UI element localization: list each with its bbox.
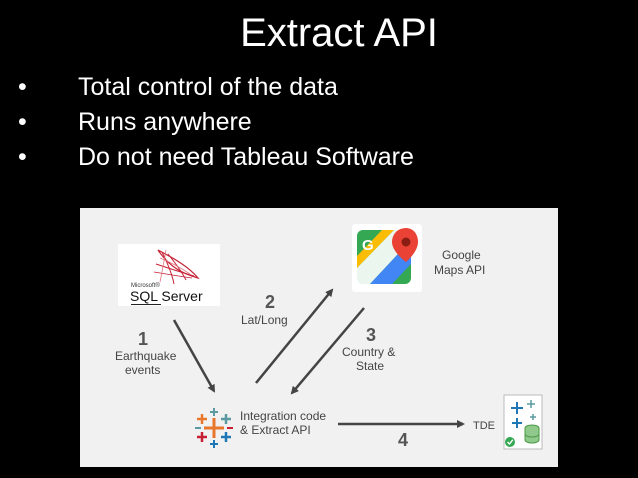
slide-title: Extract API — [240, 11, 438, 55]
sql-logo-text: SQL Server — [130, 288, 203, 304]
step-1-number: 1 — [138, 329, 149, 349]
bullet-text: Runs anywhere — [78, 108, 252, 136]
step-2-label: Lat/Long — [241, 313, 288, 327]
bullet-text: Do not need Tableau Software — [78, 143, 414, 171]
google-maps-icon: G — [357, 228, 418, 284]
sql-logo-small-text: Microsoft® — [131, 283, 160, 289]
step-3-label-line1: Country & — [342, 345, 396, 359]
google-maps-logo: G — [352, 224, 422, 292]
google-label-line2: Maps API — [434, 263, 486, 277]
step-3-label-line2: State — [356, 359, 385, 373]
step-3-number: 3 — [366, 325, 377, 345]
step-1-label-line2: events — [125, 363, 161, 377]
svg-text:G: G — [362, 237, 374, 254]
arrow-integration-to-maps — [255, 288, 334, 384]
tde-label: TDE — [473, 420, 495, 432]
bullet-marker: • — [18, 73, 27, 101]
google-label-line1: Google — [442, 248, 481, 262]
tde-file-icon — [503, 394, 543, 450]
sql-server-logo: Microsoft® SQL Server — [118, 244, 220, 306]
bullet-marker: • — [18, 143, 27, 171]
arrow-sql-to-integration — [172, 319, 216, 393]
arrows-layer — [172, 288, 465, 428]
bullet-marker: • — [18, 108, 27, 136]
tableau-logo-icon — [195, 408, 233, 448]
step-1-label-line1: Earthquake — [115, 349, 177, 363]
integration-label-line1: Integration code — [240, 409, 327, 423]
integration-label-line2: & Extract API — [240, 423, 311, 437]
sql-server-icon — [153, 249, 200, 285]
sql-logo-underline — [131, 304, 161, 305]
bullet-text: Total control of the data — [78, 73, 338, 101]
step-4-number: 4 — [398, 430, 409, 450]
arrow-maps-to-integration — [290, 307, 365, 395]
diagram-panel: Microsoft® SQL Server G Google Maps API … — [80, 208, 558, 467]
step-2-number: 2 — [265, 292, 276, 312]
